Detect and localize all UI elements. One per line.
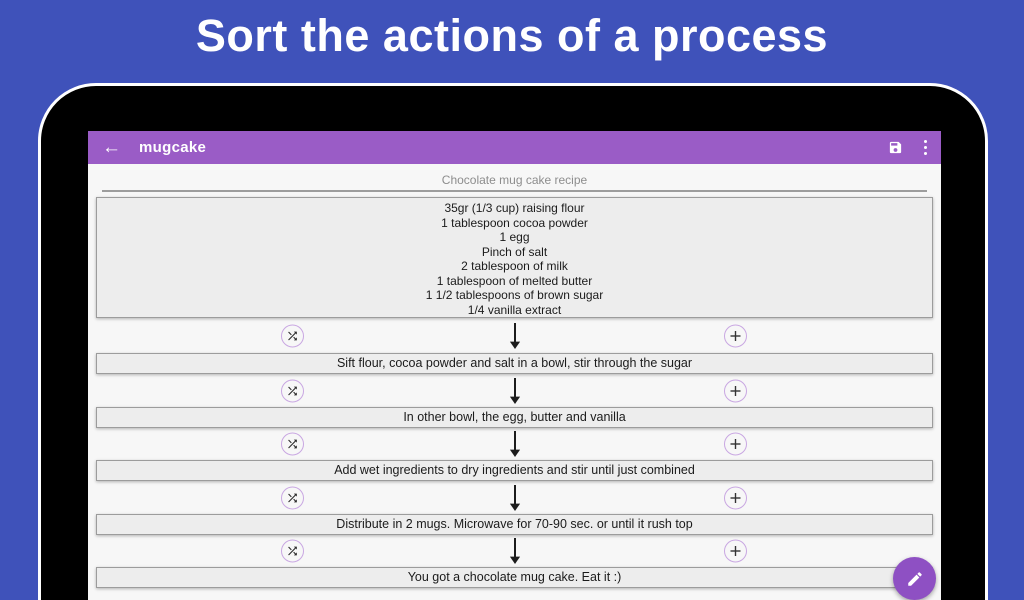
ingredient-line: 1 tablespoon cocoa powder [441, 215, 588, 230]
step-box[interactable]: Distribute in 2 mugs. Microwave for 70-9… [96, 514, 933, 535]
shuffle-button[interactable] [281, 379, 304, 402]
plus-icon [730, 330, 741, 341]
add-step-button[interactable] [724, 324, 747, 347]
shuffle-button[interactable] [281, 539, 304, 563]
save-icon[interactable] [888, 140, 903, 155]
ingredient-line: 1 tablespoon of melted butter [436, 273, 593, 288]
plus-icon [730, 492, 741, 503]
add-step-button[interactable] [724, 486, 747, 509]
action-row [96, 318, 933, 353]
step-box[interactable]: Sift flour, cocoa powder and salt in a b… [96, 353, 933, 374]
edit-fab[interactable] [893, 557, 936, 600]
overflow-menu-icon[interactable] [923, 139, 927, 156]
add-step-button[interactable] [724, 539, 747, 563]
shuffle-button[interactable] [281, 486, 304, 509]
step-box[interactable]: You got a chocolate mug cake. Eat it :) [96, 567, 933, 588]
ingredient-line: 1 1/2 tablespoons of brown sugar [425, 288, 604, 302]
down-arrow-icon [509, 377, 520, 404]
toolbar-title: mugcake [139, 139, 207, 156]
step-box[interactable]: Add wet ingredients to dry ingredients a… [96, 460, 933, 481]
app-screen: ← mugcake Chocolate mug cake recipe 35gr… [88, 131, 941, 600]
page-title: Sort the actions of a process [195, 10, 829, 61]
action-row [96, 481, 933, 514]
ingredient-line: 1/4 vanilla extract [467, 302, 562, 317]
ingredient-line: Pinch of salt [481, 244, 548, 259]
add-step-button[interactable] [724, 432, 747, 456]
shuffle-icon [288, 546, 297, 556]
plus-icon [730, 546, 741, 556]
shuffle-icon [288, 439, 297, 449]
action-row [96, 374, 933, 407]
ingredient-line: 35gr (1/3 cup) raising flour [444, 201, 585, 215]
app-toolbar: ← mugcake [88, 131, 941, 164]
recipe-title: Chocolate mug cake recipe [441, 173, 588, 187]
down-arrow-icon [509, 484, 520, 511]
shuffle-button[interactable] [281, 324, 304, 347]
shuffle-icon [288, 493, 297, 502]
shuffle-button[interactable] [281, 432, 304, 456]
down-arrow-icon [509, 431, 520, 457]
back-arrow-icon[interactable]: ← [102, 137, 121, 158]
down-arrow-icon [509, 538, 520, 564]
ingredient-line: 1 egg [499, 230, 530, 244]
step-box[interactable]: In other bowl, the egg, butter and vanil… [96, 407, 933, 428]
recipe-content: Chocolate mug cake recipe 35gr (1/3 cup)… [88, 164, 941, 588]
toolbar-actions [888, 139, 927, 156]
action-row [96, 535, 933, 567]
add-step-button[interactable] [724, 379, 747, 402]
title-underline [102, 190, 927, 192]
ingredient-line: 2 tablespoon of milk [461, 259, 568, 273]
pencil-icon [907, 571, 922, 586]
down-arrow-icon [509, 322, 520, 349]
plus-icon [730, 439, 741, 449]
plus-icon [730, 385, 741, 396]
shuffle-icon [288, 331, 297, 340]
shuffle-icon [288, 386, 297, 395]
action-row [96, 428, 933, 460]
ingredients-box[interactable]: 35gr (1/3 cup) raising flour 1 tablespoo… [96, 197, 933, 318]
